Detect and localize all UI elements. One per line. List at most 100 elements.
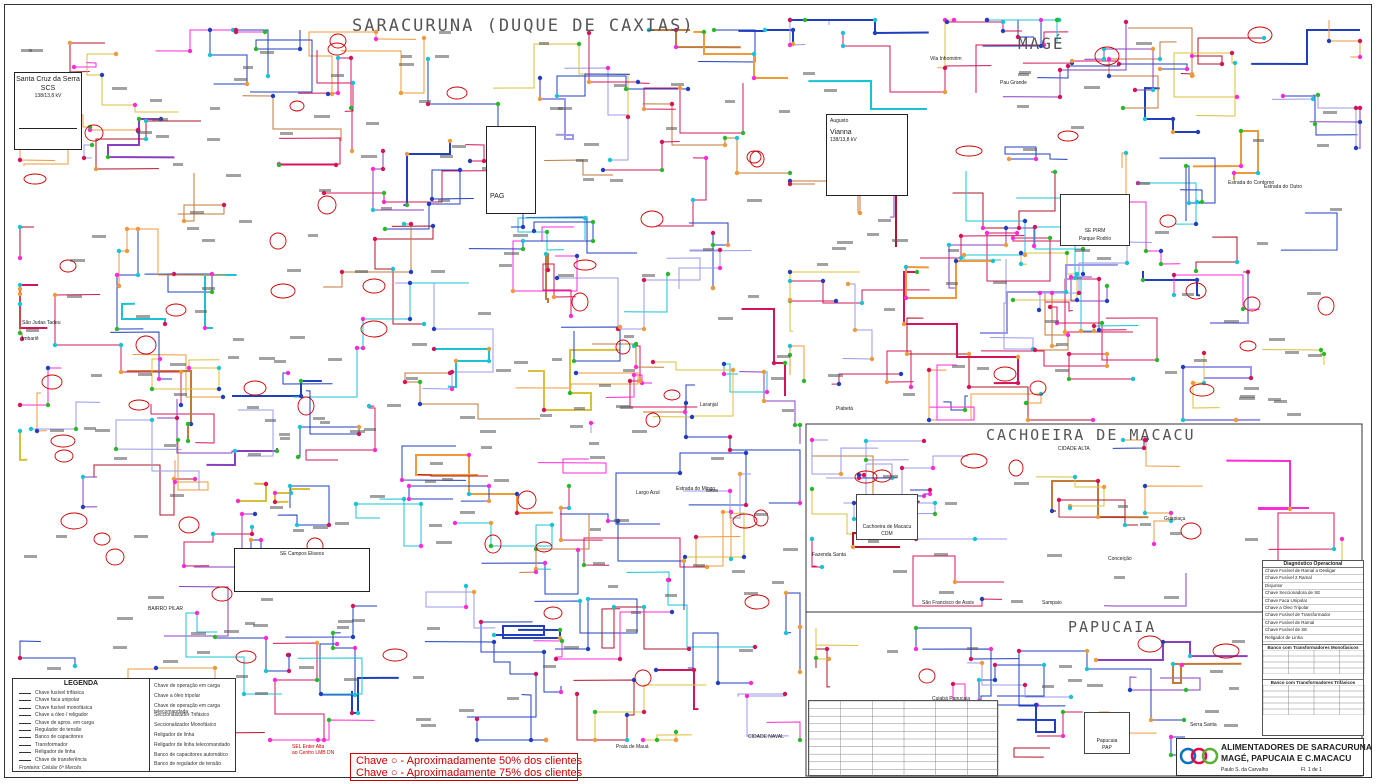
load-switch-marker <box>993 366 1017 382</box>
switch-node <box>202 325 208 331</box>
equipment-tag <box>174 393 187 396</box>
equipment-tag <box>328 358 342 361</box>
switch-node <box>1151 541 1157 547</box>
switch-node <box>669 609 675 615</box>
feeder-line <box>1144 86 1198 133</box>
switch-node <box>946 242 952 248</box>
equipment-tag <box>514 361 528 364</box>
equipment-tag <box>1210 670 1223 673</box>
feeder-line <box>107 118 175 159</box>
switch-node <box>980 225 986 231</box>
switch-node <box>520 224 526 230</box>
substation-papucaia: Papucaia PAP <box>1084 712 1130 754</box>
switch-node <box>859 300 865 306</box>
equipment-tag <box>413 676 424 679</box>
label-largo-azul: Largo Azul <box>636 490 660 496</box>
switch-node <box>966 384 972 390</box>
legend-item: Chave fusível trifásica <box>35 690 84 696</box>
load-switch-marker <box>955 145 983 157</box>
switch-node <box>239 511 245 517</box>
switch-node <box>162 321 168 327</box>
switch-node <box>1170 129 1176 135</box>
switch-node <box>1015 354 1021 360</box>
feeder-line <box>966 662 1071 698</box>
label-cidade-naval: CIDADE NAVAL <box>748 734 784 740</box>
switch-node <box>1074 271 1080 277</box>
switch-node <box>913 646 919 652</box>
switch-node <box>1096 276 1102 282</box>
feeder-line <box>54 294 182 405</box>
equipment-tag <box>513 234 528 237</box>
legend-item: Religador de linha <box>35 749 76 756</box>
switch-node <box>787 343 793 349</box>
switch-node <box>17 428 23 434</box>
load-switch-marker <box>446 86 468 100</box>
equipment-tag <box>243 66 253 69</box>
load-switch-marker <box>165 303 187 317</box>
switch-node <box>185 438 191 444</box>
switch-node <box>1157 66 1163 72</box>
substation-pirm: SE PIRM Parque Rodrio <box>1060 194 1130 246</box>
switch-node <box>1068 694 1074 700</box>
switch-node <box>408 269 414 275</box>
switch-node <box>1142 116 1148 122</box>
switch-node <box>93 166 99 172</box>
feeder-line <box>811 539 822 568</box>
switch-node <box>566 505 572 511</box>
switch-node <box>528 737 534 743</box>
legend-item: Regulador de tensão <box>35 727 82 733</box>
diagnostic-row: Disjuntor <box>1263 583 1363 591</box>
switch-node <box>321 737 327 743</box>
switch-node <box>1096 327 1102 333</box>
switch-node <box>1099 320 1105 326</box>
feeder-line <box>1328 20 1361 58</box>
switch-node <box>921 438 927 444</box>
switch-node <box>635 79 641 85</box>
switch-node <box>178 402 184 408</box>
equipment-tag <box>1047 554 1062 557</box>
title-papucaia: PAPUCAIA <box>1068 618 1157 636</box>
switch-node <box>1326 38 1332 44</box>
switch-node <box>249 531 255 537</box>
feeder-line <box>1103 573 1187 607</box>
load-switch-marker <box>1094 46 1120 66</box>
switch-node <box>1054 17 1060 23</box>
label-cuiaba-papucaia: Cuiabá Papucaia <box>932 696 971 702</box>
switch-node <box>318 691 324 697</box>
equipment-tag <box>499 264 512 267</box>
operations-table <box>808 700 1000 778</box>
feeder-line <box>1195 236 1238 271</box>
notes-frame <box>350 753 578 781</box>
switch-node <box>192 476 198 482</box>
diagnostic-title3: Banco com Transformadores Trifásicos <box>1263 679 1363 685</box>
feeder-line <box>808 79 927 110</box>
equipment-tag <box>190 211 204 214</box>
switch-node <box>514 510 520 516</box>
equipment-tag <box>1244 387 1259 390</box>
switch-node <box>932 500 938 506</box>
switch-node <box>297 424 303 430</box>
equipment-tag <box>440 155 453 158</box>
feeder-line <box>323 223 412 288</box>
switch-node <box>850 544 856 550</box>
switch-node <box>650 359 656 365</box>
feeder-line <box>110 331 172 380</box>
feeder-line <box>82 476 98 508</box>
feeder-line <box>1210 270 1249 324</box>
legend-right-item: Seccionalizador Monofásico <box>154 722 217 729</box>
load-switch-marker <box>634 669 652 687</box>
switch-node <box>741 554 747 560</box>
equipment-tag <box>352 619 365 622</box>
equipment-tag <box>616 405 630 408</box>
switch-node <box>790 27 796 33</box>
switch-node <box>1142 437 1148 443</box>
switch-node <box>557 627 563 633</box>
feeder-line <box>912 555 1004 607</box>
switch-node <box>349 148 355 154</box>
equipment-tag <box>427 627 440 630</box>
equipment-tag <box>187 227 199 230</box>
equipment-tag <box>350 430 365 433</box>
switch-node <box>334 641 340 647</box>
switch-node <box>272 499 278 505</box>
feeder-line <box>544 159 613 176</box>
